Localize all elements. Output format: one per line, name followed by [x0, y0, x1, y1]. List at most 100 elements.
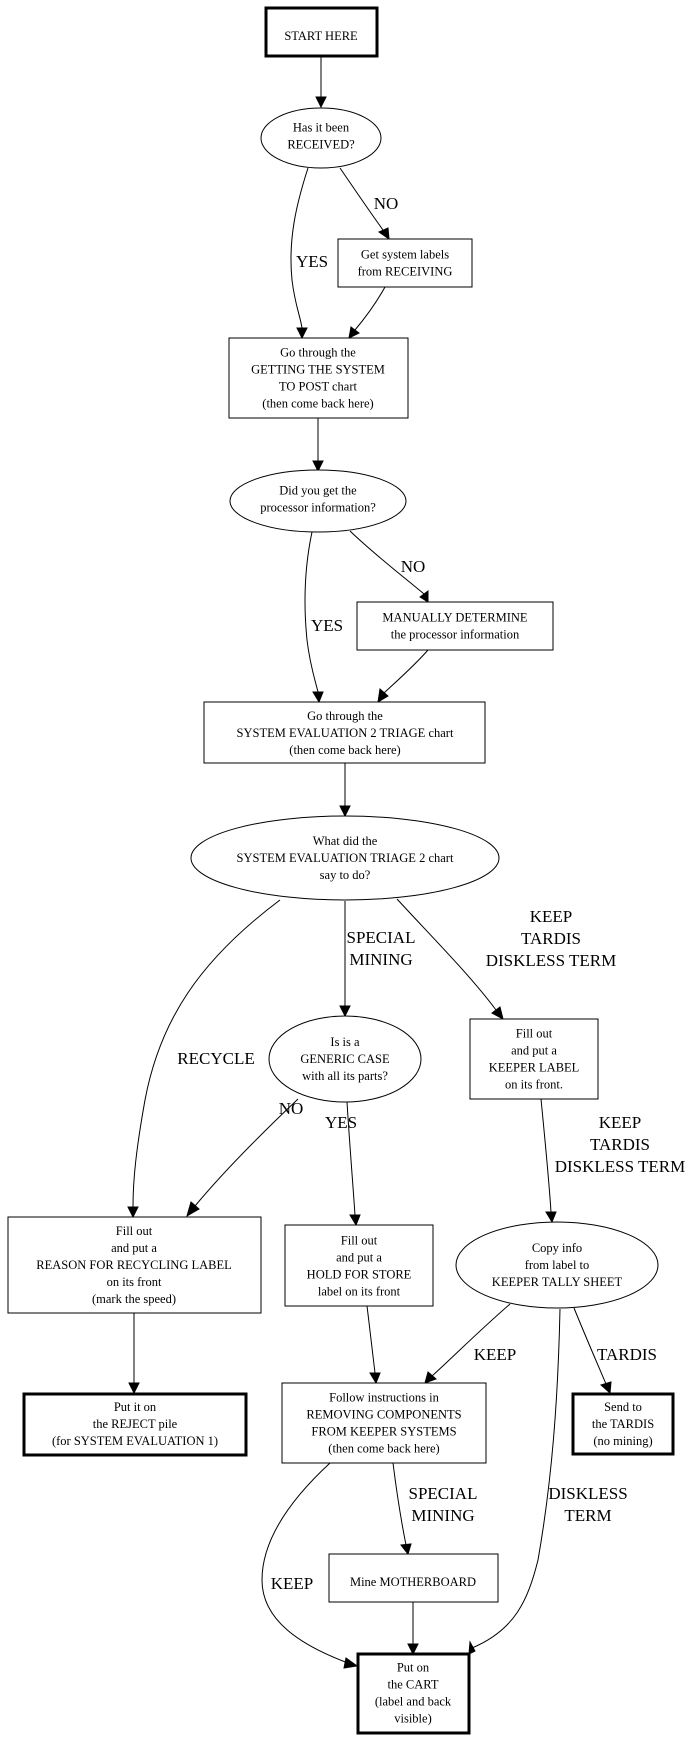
text-line: SYSTEM EVALUATION 2 TRIAGE chart [237, 726, 454, 740]
edge-follow-cart-keep [261, 1462, 349, 1664]
node-processor: Did you get the processor information? [229, 469, 407, 533]
tardis-box [571, 1392, 675, 1456]
reject-box [22, 1392, 248, 1457]
edge-label-processor-yes: YES [311, 616, 343, 635]
edge-whatdid-keeper [396, 898, 497, 1011]
triage-chart-box [203, 701, 486, 764]
text-line: the TARDIS [592, 1417, 654, 1431]
what-did-decision [190, 815, 500, 901]
arrowhead [424, 1371, 437, 1384]
edge-copyinfo-tardis [573, 1307, 607, 1385]
text-line: Has it been [293, 121, 350, 135]
edge-label-copy-keep: KEEP [474, 1345, 517, 1364]
text-line: (mark the speed) [92, 1292, 176, 1306]
arrowhead [419, 590, 429, 603]
edge-label-follow-special: SPECIAL MINING [409, 1484, 478, 1525]
text-line: (label and back [375, 1695, 452, 1709]
edge-label-follow-keep: KEEP [271, 1574, 314, 1593]
text-line: DISKLESS TERM [486, 951, 617, 970]
arrowhead [599, 1381, 612, 1395]
text-line: processor information? [260, 501, 376, 515]
mine-box [328, 1553, 499, 1603]
text-line: TERM [564, 1506, 611, 1525]
edge-received-getlabels-no [339, 167, 384, 231]
text-line: SPECIAL [409, 1484, 478, 1503]
text-line: Did you get the [279, 484, 357, 498]
text-line: TARDIS [590, 1135, 650, 1154]
edge-label-generic-yes: YES [325, 1113, 357, 1132]
text-line: (no mining) [593, 1434, 652, 1448]
text-line: Go through the [307, 709, 383, 723]
text-line: START HERE [284, 29, 358, 43]
arrowhead [315, 96, 327, 109]
text-line: DISKLESS [548, 1484, 627, 1503]
arrowhead [339, 1005, 351, 1018]
post-chart-box [228, 337, 409, 419]
edge-label-received-no: NO [374, 194, 399, 213]
text-line: from label to [525, 1258, 590, 1272]
arrowhead [343, 1657, 359, 1669]
edge-label-special-mining: SPECIAL MINING [347, 928, 416, 969]
arrowhead [400, 1543, 412, 1556]
edge-keeper-copyinfo [540, 1098, 552, 1213]
text-line: MINING [411, 1506, 474, 1525]
arrowhead [128, 1382, 140, 1395]
hold-store-box [284, 1224, 434, 1307]
edges [132, 56, 607, 1664]
arrowhead [349, 1214, 361, 1227]
recycle-label-box [7, 1216, 262, 1314]
arrowhead [407, 1643, 419, 1656]
node-text: Mine MOTHERBOARD [350, 1575, 476, 1589]
text-line: Mine MOTHERBOARD [350, 1575, 476, 1589]
edge-hold-follow [366, 1305, 376, 1374]
text-line: from RECEIVING [358, 265, 453, 279]
generic-decision [268, 1015, 422, 1103]
text-line: Put on [397, 1661, 430, 1675]
text-line: YES [296, 252, 328, 271]
edge-whatdid-recycle [132, 899, 281, 1208]
copy-info-decision [455, 1221, 659, 1309]
processor-decision [229, 469, 407, 533]
text-line: REASON FOR RECYCLING LABEL [36, 1258, 232, 1272]
text-line: KEEP [271, 1574, 314, 1593]
text-line: DISKLESS TERM [555, 1157, 686, 1176]
edge-label-recycle: RECYCLE [177, 1049, 254, 1068]
text-line: KEEPER LABEL [489, 1061, 580, 1075]
edge-generic-recycle-no [194, 1098, 299, 1207]
text-line: MINING [349, 950, 412, 969]
text-line: SPECIAL [347, 928, 416, 947]
text-line: and put a [111, 1241, 157, 1255]
node-start: START HERE [264, 6, 379, 58]
keeper-label-box [469, 1018, 599, 1100]
start-box [264, 6, 379, 58]
received-decision [260, 107, 382, 169]
text-line: Is is a [330, 1035, 360, 1049]
text-line: TARDIS [597, 1345, 657, 1364]
text-line: say to do? [320, 868, 371, 882]
